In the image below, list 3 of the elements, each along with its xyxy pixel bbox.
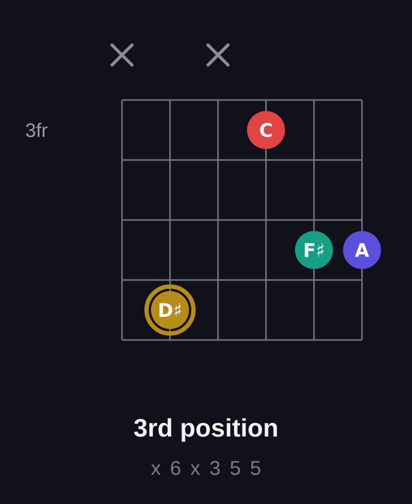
fret-number: 3fr (26, 122, 48, 138)
chord-title: 3rd position (134, 418, 277, 442)
fingering-text: x 6 x 3 5 5 (151, 460, 260, 476)
